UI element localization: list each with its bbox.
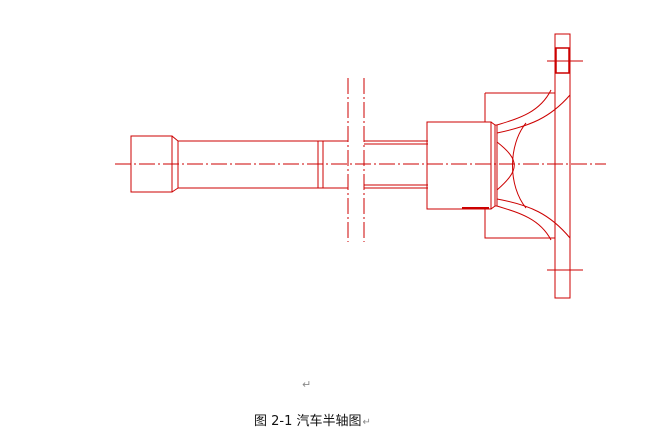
shaft-inner-lines	[364, 143, 428, 186]
flange-web-curve	[512, 122, 527, 209]
flange-housing	[484, 92, 555, 239]
shaft-taper	[171, 135, 179, 193]
shaft-right-segment	[323, 140, 428, 189]
caption-return-mark: ↵	[362, 417, 371, 428]
figure-caption: 图 2-1 汽车半轴图↵	[254, 410, 371, 429]
paragraph-mark: ↵	[302, 378, 312, 391]
hub-cylinder	[426, 121, 492, 210]
flange-lower-curve	[496, 198, 571, 241]
flange-throat	[496, 141, 515, 191]
flange-disc	[554, 33, 571, 299]
flange-upper-curve	[496, 89, 571, 134]
hub-chamfer	[490, 121, 498, 210]
figure-caption-text: 图 2-1 汽车半轴图	[254, 414, 362, 429]
